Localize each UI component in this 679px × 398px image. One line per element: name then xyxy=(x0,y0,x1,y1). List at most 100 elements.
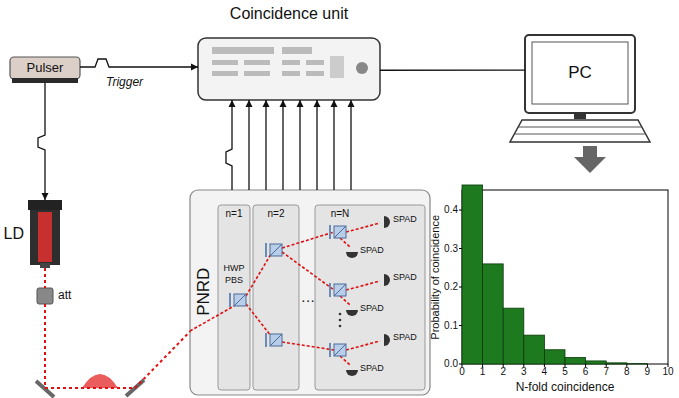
connector-path xyxy=(282,100,283,190)
arrow-head xyxy=(574,157,606,173)
tick-mark xyxy=(459,210,462,211)
arrow-shaft xyxy=(583,146,597,157)
node-label: n=1 xyxy=(226,208,243,220)
signal-line xyxy=(314,100,321,190)
arrow-head xyxy=(314,100,321,107)
connector-path xyxy=(299,100,300,190)
connector-path xyxy=(38,83,45,200)
light-beam xyxy=(282,232,334,248)
connector-path xyxy=(265,100,266,190)
beam-splitter xyxy=(270,334,282,346)
connector-path xyxy=(44,268,46,288)
computer xyxy=(510,35,650,142)
light-beam xyxy=(282,252,334,290)
device-button xyxy=(212,60,238,65)
arrow-head xyxy=(348,100,355,107)
tick-label: 7 xyxy=(603,366,609,378)
stage-column xyxy=(253,205,299,390)
signal-line xyxy=(280,100,287,190)
half-wave-plate xyxy=(329,283,331,297)
axis-title: Probability of coincidence xyxy=(429,215,442,340)
node-label: n=N xyxy=(331,208,350,220)
signal-line xyxy=(38,83,49,200)
node-label: PBS xyxy=(225,275,243,285)
light-beam xyxy=(246,304,271,336)
tick-label: 0.3 xyxy=(444,243,458,255)
spad-detector xyxy=(346,252,358,258)
tick-label: 1 xyxy=(480,366,486,378)
signal-line xyxy=(348,100,355,190)
monitor xyxy=(525,35,635,113)
pulser-box: Pulser xyxy=(10,57,80,83)
key-row xyxy=(518,127,642,128)
arrow-head xyxy=(191,64,198,71)
splitter-diagonal xyxy=(270,244,282,256)
edge-label: Trigger xyxy=(104,76,145,90)
pulser-base xyxy=(12,78,78,83)
arrow-head xyxy=(297,100,304,107)
device-button xyxy=(282,60,300,65)
histogram-bar xyxy=(483,264,504,364)
device-button xyxy=(282,71,300,76)
tick-label: 2 xyxy=(500,366,506,378)
tick-label: 3 xyxy=(521,366,527,378)
node-label: Coincidence unit xyxy=(230,5,348,23)
tick-label: 6 xyxy=(583,366,589,378)
connector-path xyxy=(248,100,249,190)
tick-label: 0.4 xyxy=(444,204,458,216)
flow-arrow xyxy=(574,146,606,173)
node-label: SPAD xyxy=(393,214,417,224)
detector-body xyxy=(346,252,358,258)
node-label: SPAD xyxy=(393,332,417,342)
light-pulse xyxy=(82,374,118,388)
device-button xyxy=(244,71,270,76)
device-button xyxy=(330,56,344,78)
half-wave-plate xyxy=(329,343,331,357)
detector-body xyxy=(346,310,358,316)
light-beam xyxy=(346,341,380,350)
plot-frame xyxy=(462,190,668,364)
attenuator: att xyxy=(37,288,53,304)
tick-label: 8 xyxy=(624,366,630,378)
continuation-dot xyxy=(339,325,342,328)
signal-line xyxy=(331,100,338,190)
signal-line xyxy=(246,100,253,190)
attenuator xyxy=(37,288,53,304)
beam-splitter xyxy=(270,244,282,256)
spad-detector xyxy=(384,274,390,286)
stage-column xyxy=(218,205,250,390)
histogram-bar xyxy=(565,357,586,364)
stage-box: n=1HWP PBS xyxy=(218,205,250,390)
histogram-bar xyxy=(586,361,607,364)
laser-diode xyxy=(28,200,62,268)
device-display xyxy=(212,47,274,54)
coincidence-unit: Coincidence unit xyxy=(198,38,380,100)
connector-path xyxy=(350,100,351,190)
histogram-bar xyxy=(544,350,565,364)
half-wave-plate xyxy=(229,293,231,307)
signal-line xyxy=(297,100,304,190)
histogram-bar xyxy=(627,363,648,364)
pulser-case xyxy=(10,57,80,79)
arrow-head xyxy=(331,100,338,107)
light-beam xyxy=(346,281,380,290)
half-wave-plate xyxy=(265,243,267,257)
histogram-bar xyxy=(462,185,483,364)
optics xyxy=(190,216,390,376)
arrow-head xyxy=(263,100,270,107)
ld-body xyxy=(30,210,60,265)
tick-label: 0.2 xyxy=(444,281,458,293)
stand xyxy=(574,113,586,119)
beam-splitter xyxy=(234,294,246,306)
splitter-diagonal xyxy=(334,344,346,356)
light-beam xyxy=(282,342,334,350)
device-button xyxy=(306,60,324,65)
key-row xyxy=(514,134,646,135)
continuation-dot xyxy=(339,319,342,322)
histogram-bar xyxy=(524,335,545,364)
device-button xyxy=(244,60,270,65)
node-label: HWP xyxy=(224,263,245,273)
signal-line xyxy=(226,100,236,190)
spad-detector xyxy=(346,370,358,376)
arrow-head xyxy=(246,100,253,107)
